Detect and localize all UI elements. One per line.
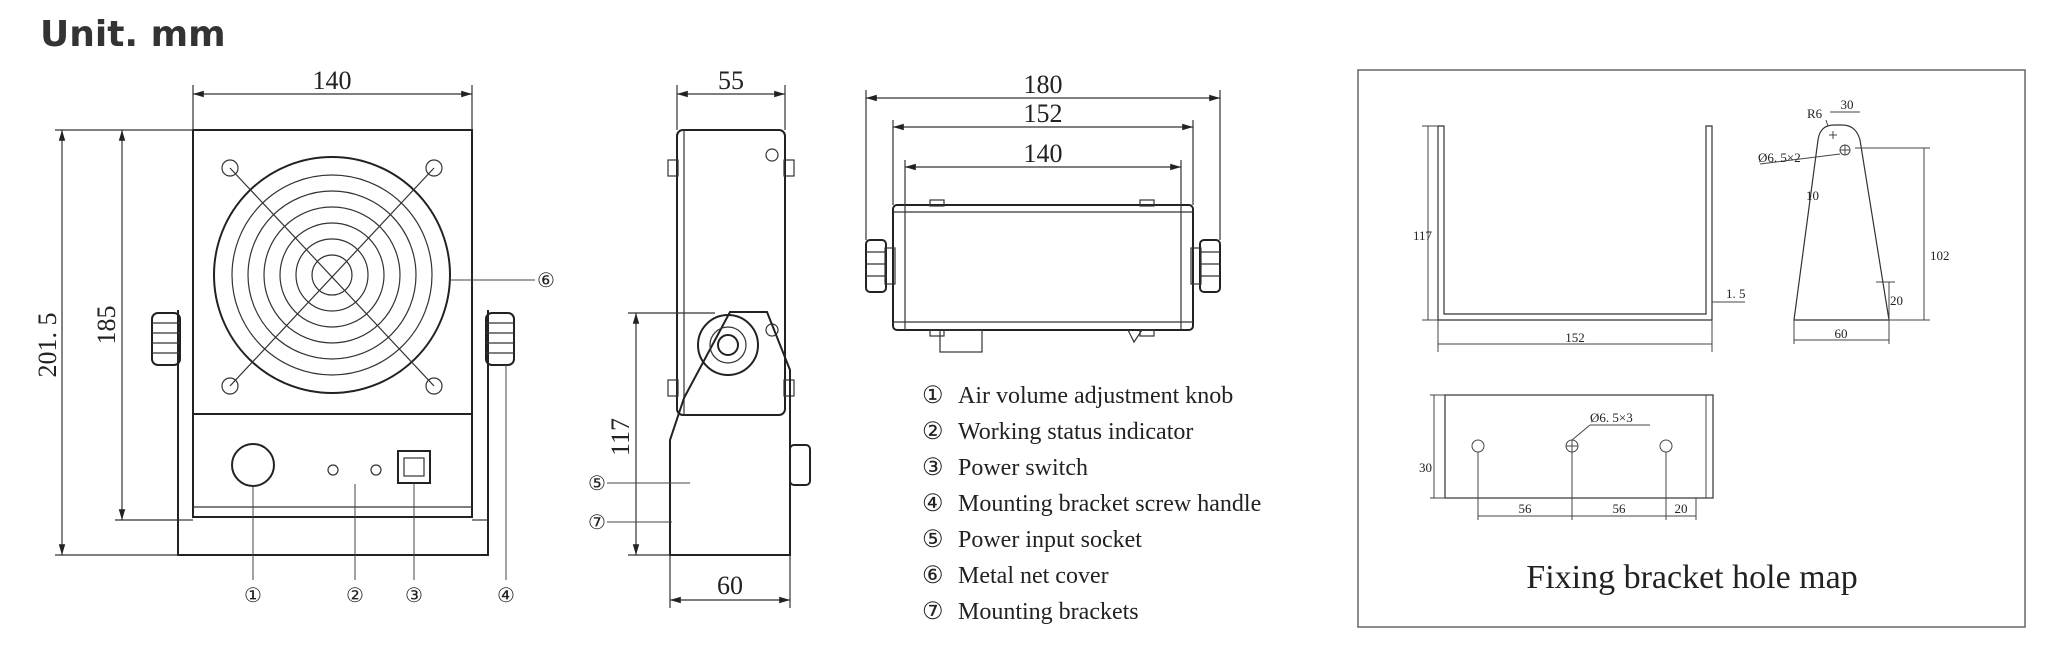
bracket-spacing-1: 56 [1519, 501, 1533, 516]
bracket-ten: 10 [1806, 188, 1819, 203]
legend-label-4: Mounting bracket screw handle [958, 491, 1261, 517]
top-view: 180 152 140 [865, 70, 1221, 353]
legend-num-3: ③ [922, 455, 944, 481]
bracket-holes-3: Ø6. 5×3 [1590, 410, 1633, 425]
legend-label-7: Mounting brackets [958, 599, 1139, 625]
status-indicator-left [327, 464, 339, 476]
bracket-top-width: 30 [1841, 97, 1854, 112]
bracket-side-height: 102 [1930, 248, 1950, 263]
parts-legend: ① Air volume adjustment knob ② Working s… [922, 383, 1261, 625]
dim-top-overall: 180 [1024, 70, 1063, 99]
callout-6: ⑥ [537, 270, 555, 292]
power-switch [397, 450, 431, 484]
dim-side-depth: 55 [718, 66, 744, 95]
left-screw-handle [151, 312, 181, 366]
bracket-hole-map: 152 117 1. 5 Ø6. 5×2 R6 30 10 102 20 60 [1357, 69, 2026, 628]
front-view: 140 185 201. 5 ① ② ③ ④ ⑥ [33, 66, 555, 607]
bracket-holes-2: Ø6. 5×2 [1758, 150, 1801, 165]
legend-label-5: Power input socket [958, 527, 1142, 553]
bracket-u-width: 152 [1565, 330, 1585, 345]
air-volume-knob [231, 443, 275, 487]
dim-front-total-height: 201. 5 [33, 313, 62, 378]
legend-num-6: ⑥ [922, 563, 944, 589]
bracket-map-caption: Fixing bracket hole map [1526, 559, 1857, 596]
legend-num-4: ④ [922, 491, 944, 517]
status-indicator-right [370, 464, 382, 476]
callout-3: ③ [405, 585, 423, 607]
side-view: 55 117 60 ⑤ ⑦ [588, 66, 811, 608]
unit-title: Unit. mm [40, 14, 226, 55]
callout-2: ② [346, 585, 364, 607]
bracket-u-height: 117 [1413, 228, 1433, 243]
bracket-bottom-width: 60 [1835, 326, 1848, 341]
bracket-thickness: 1. 5 [1726, 286, 1746, 301]
dim-side-base: 60 [717, 571, 743, 600]
dim-side-axis-height: 117 [606, 418, 635, 456]
legend-label-1: Air volume adjustment knob [958, 383, 1233, 409]
legend-num-5: ⑤ [922, 527, 944, 553]
fan-grille [213, 156, 451, 395]
callout-4: ④ [497, 585, 515, 607]
right-screw-handle [485, 312, 515, 366]
callout-5: ⑤ [588, 473, 606, 495]
legend-num-2: ② [922, 419, 944, 445]
dim-top-bracket: 152 [1024, 99, 1063, 128]
legend-label-6: Metal net cover [958, 563, 1109, 589]
bracket-edge: 20 [1675, 501, 1688, 516]
dim-front-inner-height: 185 [92, 306, 121, 345]
legend-num-1: ① [922, 383, 944, 409]
legend-label-3: Power switch [958, 455, 1088, 481]
bracket-radius: R6 [1807, 106, 1823, 121]
callout-1: ① [244, 585, 262, 607]
bracket-spacing-2: 56 [1613, 501, 1627, 516]
legend-label-2: Working status indicator [958, 419, 1193, 445]
dim-front-width: 140 [313, 66, 352, 95]
callout-7: ⑦ [588, 512, 606, 534]
legend-num-7: ⑦ [922, 599, 944, 625]
bracket-twenty: 20 [1890, 293, 1903, 308]
dim-top-body: 140 [1024, 139, 1063, 168]
bracket-plate-height: 30 [1419, 460, 1432, 475]
